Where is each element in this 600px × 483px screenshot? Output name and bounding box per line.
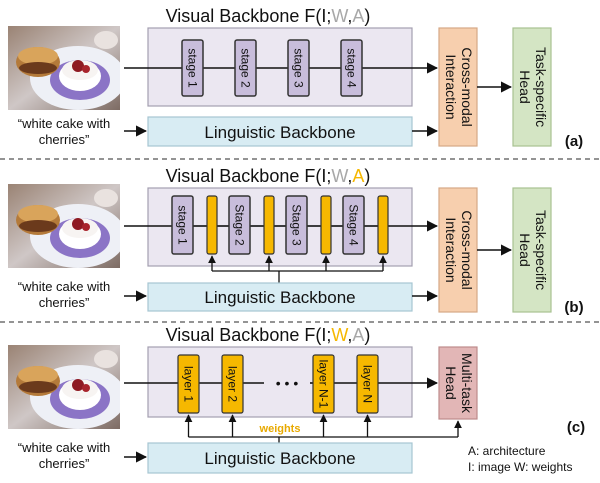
task-specific-head-box (512, 187, 552, 313)
visual-backbone-title: Visual Backbone F(I;W,A) (166, 6, 371, 26)
architecture-adapter-2 (263, 195, 275, 255)
cross-modal-interaction-box (438, 27, 478, 147)
stage-3: Stage 3 (285, 195, 308, 255)
stage-3: stage 3 (287, 39, 310, 97)
task-specific-head-box (512, 27, 552, 147)
layer-n-minus-1: layer N-1 (312, 354, 335, 414)
stage-label: Stage 2 (233, 204, 247, 246)
cross-modal-interaction-box (438, 187, 478, 313)
multi-task-head-box (438, 346, 478, 420)
cake-image (8, 184, 120, 268)
cake-image (8, 345, 120, 429)
stage-label: stage 1 (186, 48, 200, 88)
stage-1: stage 1 (181, 39, 204, 97)
task-specific-head-label: Task-specificHead (517, 210, 549, 290)
weights-label: weights (259, 423, 301, 435)
linguistic-backbone-box (147, 442, 413, 474)
stage-1: stage 1 (171, 195, 194, 255)
panel-a: Visual Backbone F(I;W,A) stage 1 stage 2… (8, 6, 583, 150)
panel-b: Visual Backbone F(I;W,A) stage 1 Stage 2… (8, 166, 584, 316)
layer-ellipsis: • • • (276, 375, 299, 391)
architecture-adapter-1 (206, 195, 218, 255)
layer-label: layer 1 (182, 366, 196, 402)
cross-modal-interaction-label: Cross-modalInteraction (443, 47, 475, 126)
panel-label: (a) (565, 133, 583, 150)
layer-2: layer 2 (221, 354, 244, 414)
stage-2: stage 2 (234, 39, 257, 97)
stage-label: Stage 4 (347, 204, 361, 246)
architecture-adapter-4 (377, 195, 389, 255)
stage-label: stage 3 (292, 48, 306, 88)
panel-label: (c) (567, 419, 585, 436)
task-specific-head-label: Task-specificHead (517, 47, 549, 127)
cross-modal-interaction-label: Cross-modalInteraction (443, 210, 475, 289)
multi-task-head-label: Multi-taskHead (443, 353, 475, 414)
layer-n: layer N (356, 354, 379, 414)
stage-label: stage 1 (176, 205, 190, 245)
cake-image (8, 26, 120, 110)
panel-label: (b) (564, 299, 583, 316)
visual-backbone-title: Visual Backbone F(I;W,A) (166, 166, 371, 186)
layer-1: layer 1 (177, 354, 200, 414)
stage-4: Stage 4 (342, 195, 365, 255)
linguistic-backbone-label: Linguistic Backbone (204, 449, 355, 468)
visual-backbone-title: Visual Backbone F(I;W,A) (166, 325, 371, 345)
stage-4: stage 4 (340, 39, 363, 97)
architecture-adapter-3 (320, 195, 332, 255)
linguistic-backbone-label: Linguistic Backbone (204, 288, 355, 307)
stage-2: Stage 2 (228, 195, 251, 255)
layer-label: layer 2 (226, 366, 240, 402)
linguistic-backbone-box (147, 282, 413, 312)
layer-label: layer N-1 (317, 360, 331, 409)
stage-label: stage 4 (345, 48, 359, 88)
panel-c: Visual Backbone F(I;W,A) • • • layer 1 l… (8, 325, 585, 474)
stage-label: Stage 3 (290, 204, 304, 246)
layer-label: layer N (361, 365, 375, 403)
stage-label: stage 2 (239, 48, 253, 88)
linguistic-backbone-label: Linguistic Backbone (204, 123, 355, 142)
